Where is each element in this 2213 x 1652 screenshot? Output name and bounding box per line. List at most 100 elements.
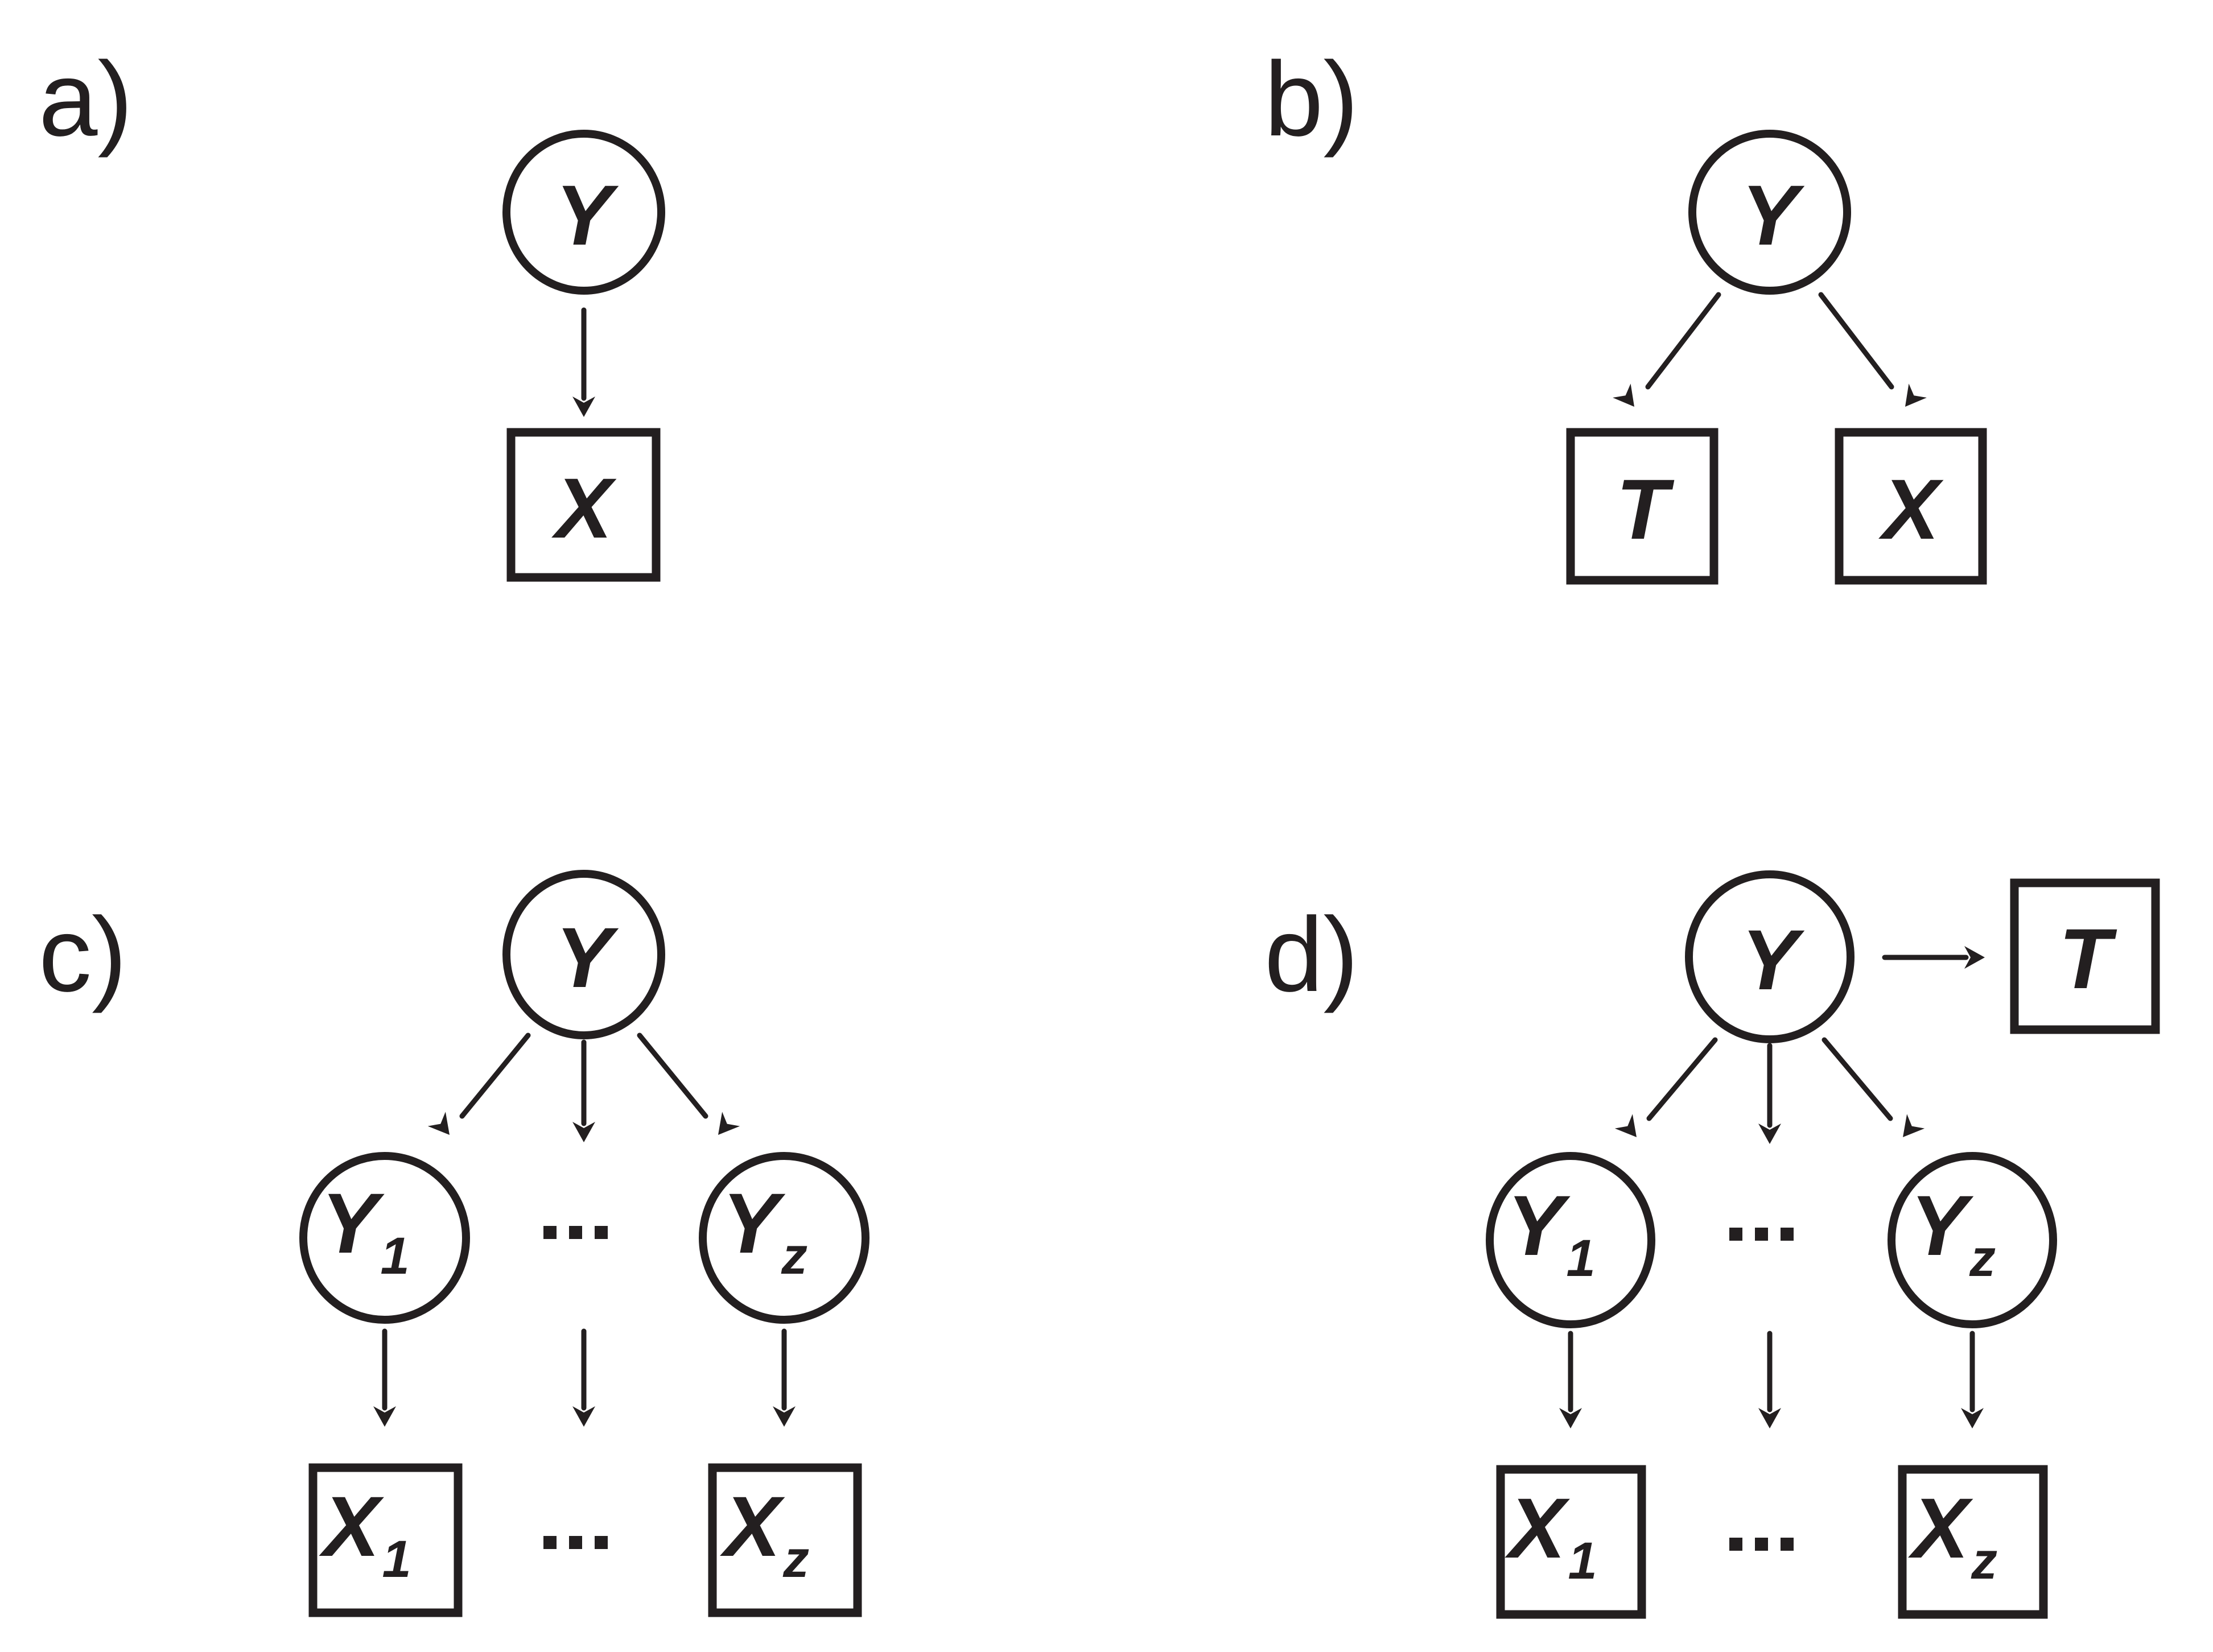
node-label-Y1: Y1	[321, 1175, 409, 1285]
node-label-Yz: Yz	[1910, 1178, 1996, 1287]
panel-d-node-X1[interactable]: X1	[1496, 1465, 1646, 1619]
panel-b-node-T[interactable]: T	[1566, 428, 1719, 585]
node-subscript-1: 1	[1566, 1229, 1595, 1287]
panel-c-edge-Yz-to-Xz	[773, 1328, 796, 1427]
panel-d-edge-Y1-to-X1	[1559, 1331, 1582, 1428]
node-label-Y1: Y1	[1507, 1178, 1595, 1287]
panel-c-edge-middle-down	[572, 1328, 595, 1427]
panel-b-node-X[interactable]: X	[1835, 428, 1987, 585]
circle-shape	[502, 130, 665, 295]
panel-d-node-Y[interactable]: Y	[1685, 870, 1855, 1043]
node-label-Xz: Xz	[720, 1478, 809, 1588]
node-label-Y: Y	[555, 167, 619, 263]
panel-d-edge-Y-to-Yz	[1821, 1037, 1925, 1145]
square-shape	[1835, 428, 1987, 585]
node-base-Y: Y	[1507, 1178, 1571, 1273]
square-shape	[506, 428, 661, 582]
node-label-X1: X1	[1505, 1480, 1597, 1590]
panel-c-edge-Y-to-Yz	[637, 1032, 740, 1142]
panel-d-node-T[interactable]: T	[2010, 878, 2160, 1034]
edge-shaft	[459, 1032, 531, 1119]
panel-d-edge-Y-to-Y1	[1614, 1037, 1718, 1145]
panel-d-node-Xz[interactable]: Xz	[1898, 1465, 2048, 1619]
square-shape	[708, 1463, 862, 1617]
square-shape	[308, 1463, 463, 1617]
node-base-X: X	[1505, 1480, 1570, 1576]
node-label-Y: Y	[555, 910, 619, 1005]
node-base-X: X	[319, 1478, 384, 1574]
edge-shaft	[1646, 1037, 1718, 1121]
panel-c-edge-Y-to-Y1	[427, 1032, 531, 1142]
square-shape	[1496, 1465, 1646, 1619]
panel-c-ellipsis-observed-row	[543, 1536, 608, 1549]
ellipsis-dot-2	[1755, 1228, 1768, 1241]
panel-a: a) Y X	[39, 40, 665, 582]
panel-c: c) Y Y1	[39, 870, 869, 1617]
node-base-Y: Y	[1910, 1178, 1974, 1273]
node-label-Yz: Yz	[722, 1175, 807, 1285]
node-subscript-1: 1	[382, 1530, 411, 1588]
edge-shaft	[637, 1032, 708, 1119]
panel-c-label: c)	[39, 896, 127, 1014]
node-subscript-z: z	[782, 1530, 809, 1588]
panel-c-node-Y1[interactable]: Y1	[299, 1152, 470, 1324]
node-label-X: X	[551, 460, 617, 556]
panel-b-label: b)	[1264, 40, 1358, 158]
panel-c-ellipsis-latent-row	[543, 1226, 608, 1239]
panel-d-node-Y1[interactable]: Y1	[1486, 1152, 1655, 1328]
panel-c-edge-Y-to-middle	[572, 1039, 595, 1142]
panel-d-ellipsis-observed-row	[1729, 1538, 1794, 1551]
panel-b: b) Y T X	[1264, 40, 1987, 585]
ellipsis-dot-1	[543, 1226, 557, 1239]
circle-shape	[502, 870, 665, 1039]
panel-c-node-Xz[interactable]: Xz	[708, 1463, 862, 1617]
ellipsis-dot-1	[1729, 1228, 1742, 1241]
panel-d-edge-Y-to-middle	[1758, 1043, 1781, 1144]
node-label-Xz: Xz	[1908, 1480, 1997, 1590]
panel-a-node-X[interactable]: X	[506, 428, 661, 582]
panel-b-edge-Y-to-X	[1818, 292, 1927, 414]
ellipsis-dot-1	[543, 1536, 557, 1549]
panel-b-edge-Y-to-T	[1613, 292, 1721, 414]
ellipsis-dot-2	[569, 1226, 582, 1239]
panel-d-edge-Y-to-T	[1882, 946, 1985, 969]
node-label-T: T	[2059, 911, 2117, 1006]
node-subscript-z: z	[781, 1227, 807, 1285]
panel-d-node-Yz[interactable]: Yz	[1888, 1152, 2057, 1328]
panel-d-ellipsis-latent-row	[1729, 1228, 1794, 1241]
circle-shape	[1486, 1152, 1655, 1328]
node-base-Y: Y	[321, 1175, 385, 1271]
ellipsis-dot-2	[1755, 1538, 1768, 1551]
node-subscript-z: z	[1971, 1532, 1997, 1590]
panel-c-node-X1[interactable]: X1	[308, 1463, 463, 1617]
node-base-Y: Y	[722, 1175, 786, 1271]
panel-d-label: d)	[1264, 896, 1358, 1014]
node-label-T: T	[1616, 461, 1675, 557]
panel-c-node-Yz[interactable]: Yz	[699, 1152, 869, 1324]
circle-shape	[699, 1152, 869, 1324]
circle-shape	[1888, 1152, 2057, 1328]
ellipsis-dot-3	[595, 1536, 608, 1549]
ellipsis-dot-1	[1729, 1538, 1742, 1551]
circle-shape	[1688, 130, 1851, 295]
ellipsis-dot-3	[595, 1226, 608, 1239]
edge-shaft	[1821, 1037, 1893, 1121]
circle-shape	[1685, 870, 1855, 1043]
ellipsis-dot-3	[1781, 1538, 1794, 1551]
panel-d-edge-Yz-to-Xz	[1961, 1331, 1984, 1428]
ellipsis-dot-2	[569, 1536, 582, 1549]
panel-b-node-Y[interactable]: Y	[1688, 130, 1851, 295]
panel-d: d) Y T	[1264, 870, 2160, 1619]
node-label-Y: Y	[1741, 912, 1805, 1007]
panel-d-edge-middle-down	[1758, 1331, 1781, 1428]
node-label-X: X	[1878, 461, 1944, 557]
panel-a-label: a)	[39, 40, 133, 158]
panel-c-node-Y[interactable]: Y	[502, 870, 665, 1039]
panel-c-edge-Y1-to-X1	[373, 1328, 396, 1427]
node-subscript-1: 1	[380, 1227, 409, 1285]
edge-shaft	[1818, 292, 1894, 390]
panel-a-node-Y[interactable]: Y	[502, 130, 665, 295]
node-subscript-1: 1	[1568, 1532, 1597, 1590]
